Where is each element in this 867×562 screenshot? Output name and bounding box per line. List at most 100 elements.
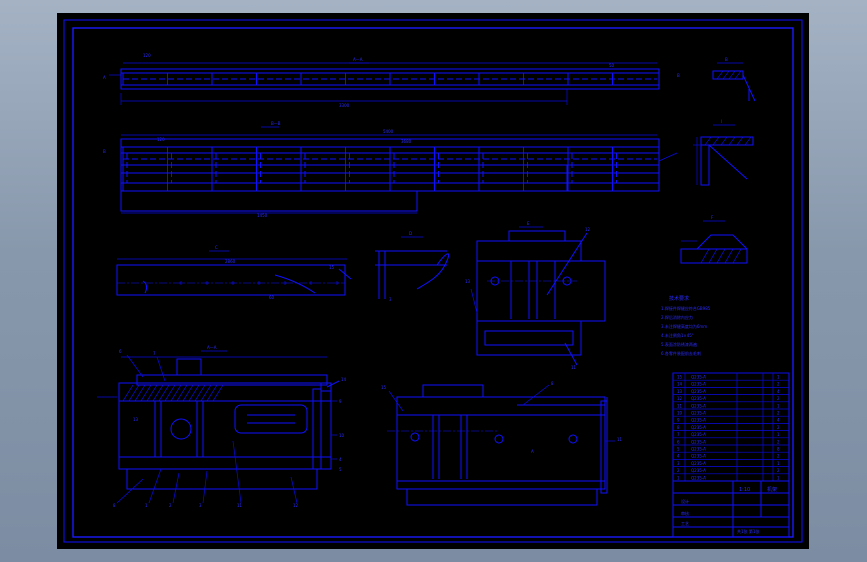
parts-row-no: 7	[677, 432, 680, 437]
dim-text-7: 2860	[225, 259, 236, 264]
cad-drawing-sheet: A—A A 120 50 3300 B B B—B 5400 120 3680	[57, 13, 809, 549]
hatch-line	[170, 384, 182, 402]
title-sheet: 共1张 第1张	[737, 528, 759, 534]
view-label-c: C	[215, 245, 218, 250]
hatch-line	[128, 384, 140, 402]
leader-ll7: 7	[153, 351, 156, 356]
parts-row-name: Q235-A	[691, 382, 706, 387]
view-label-ll: A—A	[207, 345, 217, 350]
parts-row-name: Q235-A	[691, 439, 706, 444]
parts-row-name: Q235-A	[691, 396, 706, 401]
title-cell-3: 工艺	[681, 521, 689, 526]
hatch-line	[152, 384, 164, 402]
leader-lm1: 8	[551, 381, 554, 386]
parts-row-qty: 1	[777, 432, 780, 437]
hatch-line	[194, 384, 206, 402]
view-label-b: B	[725, 57, 728, 62]
leader-ll1: 14	[341, 377, 347, 382]
hatch-line	[140, 384, 152, 402]
parts-row-qty: 1	[777, 461, 780, 466]
view-section-f: F	[680, 215, 748, 264]
section-mark-b2: B	[103, 149, 106, 154]
parts-row-name: Q235-A	[691, 418, 706, 423]
parts-row-qty: 1	[777, 403, 780, 408]
parts-row-no: 14	[677, 382, 683, 387]
tech-req-line-6: 6.各零件装配前去毛刺	[661, 350, 701, 356]
parts-row-name: Q235-A	[691, 475, 706, 480]
leader-ll11: 3	[199, 503, 202, 508]
leader-ll9: 1	[145, 503, 148, 508]
view-lower-middle: 8 15 A 11	[381, 381, 623, 506]
leader-c: 15	[329, 265, 335, 270]
hatch-line	[212, 384, 224, 402]
hatch-line	[188, 384, 200, 402]
parts-row-no: 4	[677, 454, 680, 459]
hatch-line	[134, 384, 146, 402]
leader-ll5: 5	[339, 467, 342, 472]
parts-row-no: 6	[677, 439, 680, 444]
view-label-e: E	[527, 221, 530, 226]
tech-req-title: 技术要求	[669, 295, 689, 302]
parts-row-name: Q235-A	[691, 389, 706, 394]
view-label-bb: B—B	[271, 121, 281, 126]
view-label-d: D	[409, 231, 412, 236]
parts-row-qty: 2	[777, 411, 780, 416]
parts-row-qty: 1	[777, 475, 780, 480]
dim-text-top: 50	[609, 63, 615, 68]
title-scale: 1:10	[739, 487, 750, 493]
parts-row-name: Q235-A	[691, 375, 706, 380]
parts-row-no: 9	[677, 418, 680, 423]
parts-row-name: Q235-A	[691, 461, 706, 466]
view-label-aa: A—A	[353, 57, 363, 62]
dim-text-1: 120	[143, 53, 151, 58]
leader-lm4: 11	[617, 437, 623, 442]
view-e-section: E 12 11 13	[465, 221, 606, 370]
section-mark-b: B	[677, 73, 680, 78]
parts-row-no: 10	[677, 411, 683, 416]
hatch-line	[200, 384, 212, 402]
leader-e3: 13	[465, 279, 471, 284]
dim-text-6: 1450	[257, 213, 268, 218]
hatch-line	[158, 384, 170, 402]
view-section-aa: A—A A 120 50 3300 B	[103, 53, 680, 108]
view-label-f: F	[711, 215, 714, 220]
parts-row-no: 13	[677, 389, 683, 394]
parts-row-qty: 4	[777, 418, 780, 423]
dim-text-8: 60	[269, 295, 275, 300]
tech-req-line-1: 1.焊接件焊缝应符合GB985	[661, 305, 711, 311]
dim-text-5: 3680	[401, 139, 412, 144]
leader-e2: 11	[571, 365, 577, 370]
leader-ll12: 11	[237, 503, 243, 508]
parts-row-qty: 4	[777, 389, 780, 394]
leader-lm3: A	[531, 449, 534, 454]
parts-row-qty: 8	[777, 447, 780, 452]
parts-row-name: Q235-A	[691, 411, 706, 416]
view-lower-left-section: A—A 14 9 10 4 5 6 7	[97, 345, 347, 508]
parts-row-no: 15	[677, 375, 683, 380]
parts-row-name: Q235-A	[691, 454, 706, 459]
parts-row-no: 2	[677, 468, 680, 473]
view-detail-i: I	[693, 119, 754, 186]
leader-ll4: 4	[339, 457, 342, 462]
title-cell-1: 设计	[681, 498, 689, 504]
parts-row-no: 3	[677, 461, 680, 466]
view-c-plate: C 2860 15 60	[116, 245, 352, 300]
parts-row-qty: 1	[777, 375, 780, 380]
leader-ll2: 9	[339, 399, 342, 404]
parts-row-qty: 2	[777, 454, 780, 459]
hatch-line	[176, 384, 188, 402]
parts-row-qty: 2	[777, 425, 780, 430]
view-label-i: I	[721, 119, 722, 124]
parts-row-qty: 2	[777, 468, 780, 473]
parts-row-qty: 2	[777, 439, 780, 444]
leader-ll3: 10	[339, 433, 345, 438]
parts-row-name: Q235-A	[691, 432, 706, 437]
cad-drawing: A—A A 120 50 3300 B B B—B 5400 120 3680	[63, 19, 803, 543]
parts-row-no: 11	[677, 403, 683, 408]
leader-e1: 12	[585, 227, 591, 232]
parts-row-no: 8	[677, 425, 680, 430]
tech-req-line-4: 4.未注倒角1×45°	[661, 332, 694, 338]
tech-req-line-3: 3.未注焊缝高度均为6mm	[661, 323, 707, 329]
view-section-bb: B—B 5400 120 3680 1450 B	[103, 121, 678, 218]
dim-text-2: 3300	[339, 103, 350, 108]
